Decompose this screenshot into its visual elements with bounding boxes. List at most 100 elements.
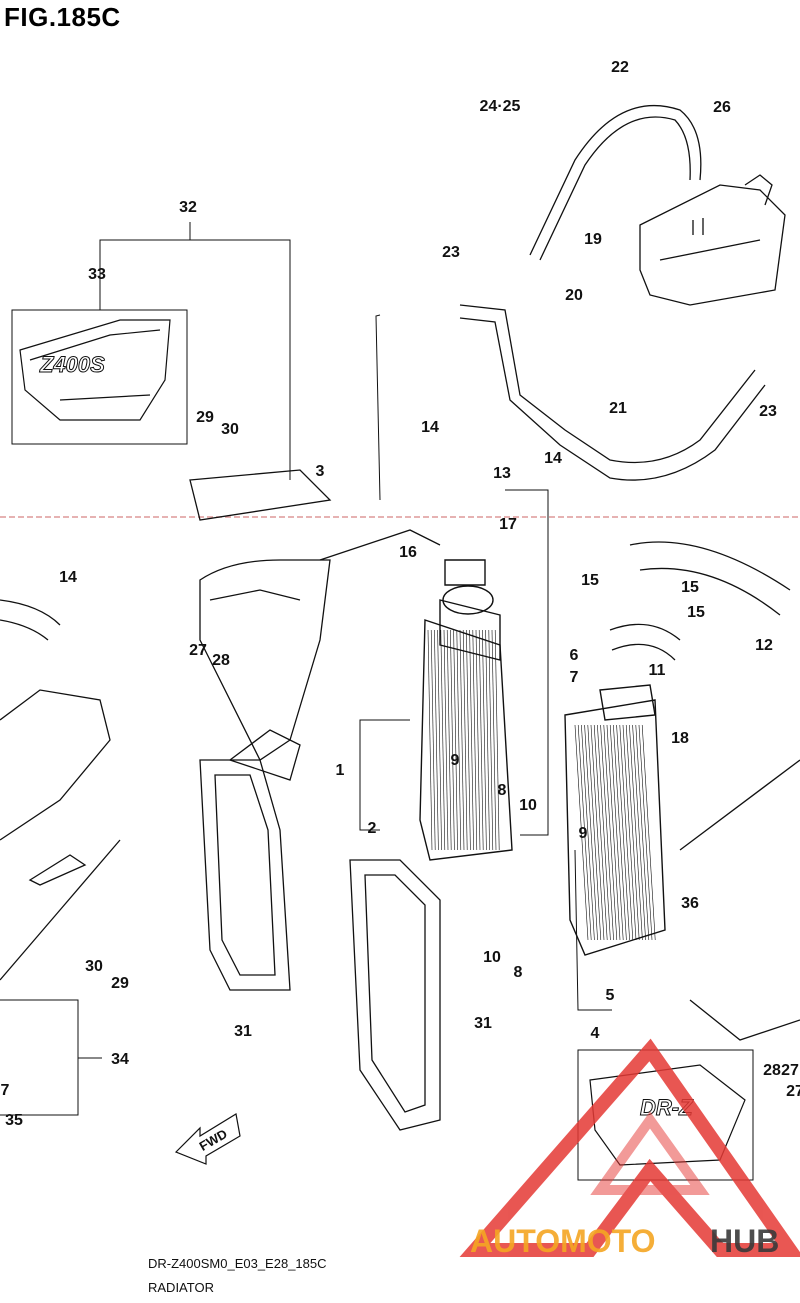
- radiator-fin: [581, 724, 595, 941]
- callout-1: 1: [336, 762, 345, 779]
- radiator-fin: [491, 629, 497, 851]
- radiator-fin: [629, 724, 643, 941]
- radiator-fin: [478, 629, 484, 851]
- callout-13: 13: [493, 465, 511, 482]
- callout-10: 10: [519, 797, 537, 814]
- callout-bracket-13: [505, 489, 549, 836]
- callout-bracket-4: [574, 849, 612, 1011]
- callout-23: 23: [442, 244, 460, 261]
- radiator-fin: [485, 629, 490, 851]
- callout-16: 16: [399, 544, 417, 561]
- callout-7: 7: [570, 669, 579, 686]
- callout-8: 8: [514, 964, 523, 981]
- callout-9: 9: [579, 825, 588, 842]
- radiator-hose-lower: [609, 623, 681, 661]
- callout-28: 28: [212, 652, 230, 669]
- callout-35: 35: [5, 1112, 23, 1129]
- callout-bracket-34: [0, 999, 79, 1116]
- radiator-frame: [189, 469, 441, 781]
- radiator-fin: [590, 724, 605, 941]
- callout-10: 10: [483, 949, 501, 966]
- radiator-guard-left: [199, 759, 291, 991]
- callout-bracket-section: [375, 314, 381, 501]
- fwd-arrow: [174, 1113, 241, 1165]
- radiator-fin: [437, 629, 442, 851]
- hose-left: [0, 599, 61, 641]
- decal-left: [19, 319, 171, 421]
- radiator-fin: [622, 724, 637, 941]
- radiator-fin: [597, 724, 611, 941]
- radiator-fin: [616, 724, 630, 941]
- radiator-fin: [638, 724, 653, 941]
- radiator-right: [564, 684, 666, 956]
- callout-31: 31: [474, 1015, 492, 1032]
- watermark-brand-part1: AUTOMOTO: [470, 1223, 655, 1259]
- callout-21: 21: [609, 400, 627, 417]
- callout-33: 33: [88, 266, 106, 283]
- callout-31: 31: [234, 1023, 252, 1040]
- callout-18: 18: [671, 730, 689, 747]
- callout-15: 15: [681, 579, 699, 596]
- callout-15: 15: [581, 572, 599, 589]
- radiator-fin: [584, 724, 598, 941]
- callout-7: 7: [1, 1082, 10, 1099]
- reservoir-tank: [639, 174, 786, 306]
- radiator-fin: [609, 724, 624, 941]
- radiator-hose-upper: [459, 304, 766, 481]
- callout-12: 12: [755, 637, 773, 654]
- radiator-fin: [593, 724, 608, 941]
- radiator-fin: [453, 629, 458, 851]
- radiator-fin: [466, 629, 471, 851]
- radiator-fin: [459, 629, 465, 851]
- callout-32: 32: [179, 199, 197, 216]
- radiator-fin: [427, 629, 433, 851]
- side-cover-left: [0, 689, 121, 981]
- callout-34: 34: [111, 1051, 129, 1068]
- radiator-fin: [606, 724, 621, 941]
- callout-36: 36: [681, 895, 699, 912]
- section-name: RADIATOR: [148, 1280, 214, 1295]
- figure-title: FIG.185C: [4, 2, 121, 32]
- callout-bracket-32: [99, 239, 291, 480]
- callout-27: 27: [781, 1062, 799, 1079]
- radiator-fin: [613, 724, 627, 941]
- radiator-fin: [574, 724, 589, 941]
- callout-bracket-1: [359, 719, 410, 831]
- decal-left-text: Z400S: [39, 352, 105, 377]
- radiator-fin: [475, 629, 481, 851]
- overflow-hose: [529, 104, 702, 261]
- callout-29: 29: [196, 409, 214, 426]
- radiator-fin: [443, 629, 449, 851]
- radiator-fin: [619, 724, 634, 941]
- radiator-fin: [456, 629, 462, 851]
- callout-14: 14: [59, 569, 77, 586]
- radiator-fin: [603, 724, 618, 941]
- radiator-fin: [434, 629, 439, 851]
- callout-6: 6: [570, 647, 579, 664]
- radiator-fin: [482, 629, 487, 851]
- radiator-fin: [600, 724, 614, 941]
- callout-14: 14: [544, 450, 562, 467]
- callout-24-25: 24·25: [480, 98, 521, 115]
- radiator-fin: [440, 629, 446, 851]
- radiator-left-fins: [427, 629, 500, 851]
- callout-28: 28: [763, 1062, 781, 1079]
- radiator-fin: [641, 724, 656, 941]
- callout-29: 29: [111, 975, 129, 992]
- callout-8: 8: [498, 782, 507, 799]
- decal-box-33: [11, 309, 188, 445]
- radiator-fin: [446, 629, 452, 851]
- callout-22: 22: [611, 59, 629, 76]
- radiator-fin: [469, 629, 474, 851]
- radiator-fin: [488, 629, 494, 851]
- callout-30: 30: [85, 958, 103, 975]
- callout-3: 3: [316, 463, 325, 480]
- callout-26: 26: [713, 99, 731, 116]
- callout-9: 9: [451, 752, 460, 769]
- callout-4: 4: [591, 1025, 600, 1042]
- callout-14: 14: [421, 419, 439, 436]
- radiator-right-fins: [574, 724, 656, 941]
- radiator-guard-right: [349, 859, 441, 1131]
- callout-11: 11: [649, 662, 666, 679]
